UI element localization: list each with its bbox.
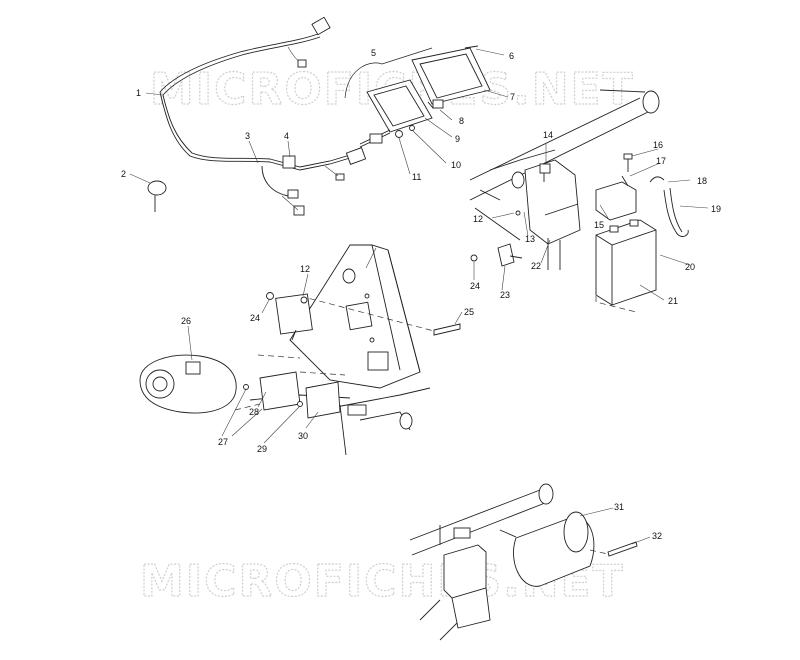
callout-26: 26 [181,316,191,326]
clip-2 [147,180,167,196]
callout-1: 1 [136,88,141,98]
callout-13: 13 [525,234,535,244]
callout-32: 32 [652,531,662,541]
callout-27: 27 [218,437,228,447]
cdi-module [266,292,313,341]
callout-22: 22 [531,261,541,271]
callout-10: 10 [451,160,461,170]
callout-15: 15 [594,220,604,230]
callout-23: 23 [500,290,510,300]
callout-6: 6 [509,51,514,61]
callout-9: 9 [455,134,460,144]
regulators [243,371,341,419]
callout-7: 7 [510,92,515,102]
callout-17: 17 [656,156,666,166]
callout-11: 11 [412,172,421,182]
callout-20: 20 [685,262,695,272]
frame-rail-rear [469,89,689,313]
taillight-assembly [344,45,491,148]
leader-lines [129,48,709,545]
callout-numbers: 1 2 3 4 5 6 7 8 9 10 11 12 12 13 14 15 1… [121,48,721,541]
callout-2: 2 [121,169,126,179]
mounting-plate [234,244,461,456]
callout-29: 29 [257,444,267,454]
callout-28: 28 [249,407,259,417]
callout-5: 5 [371,48,376,58]
callout-24-right: 24 [470,281,480,291]
callout-18: 18 [697,176,707,186]
lower-assembly [409,483,638,641]
callout-25: 25 [464,307,474,317]
callout-19: 19 [711,204,721,214]
callout-4: 4 [284,131,289,141]
callout-31: 31 [614,502,624,512]
callout-3: 3 [245,131,250,141]
wiring-harness [147,16,367,216]
callout-16: 16 [653,140,663,150]
callout-12-left: 12 [300,264,310,274]
callout-21: 21 [668,296,678,306]
callout-14: 14 [543,130,553,140]
callout-8: 8 [459,116,464,126]
callout-30: 30 [298,431,308,441]
callout-24-left: 24 [250,313,260,323]
solenoid-26 [139,354,237,414]
callout-12-right: 12 [473,214,483,224]
